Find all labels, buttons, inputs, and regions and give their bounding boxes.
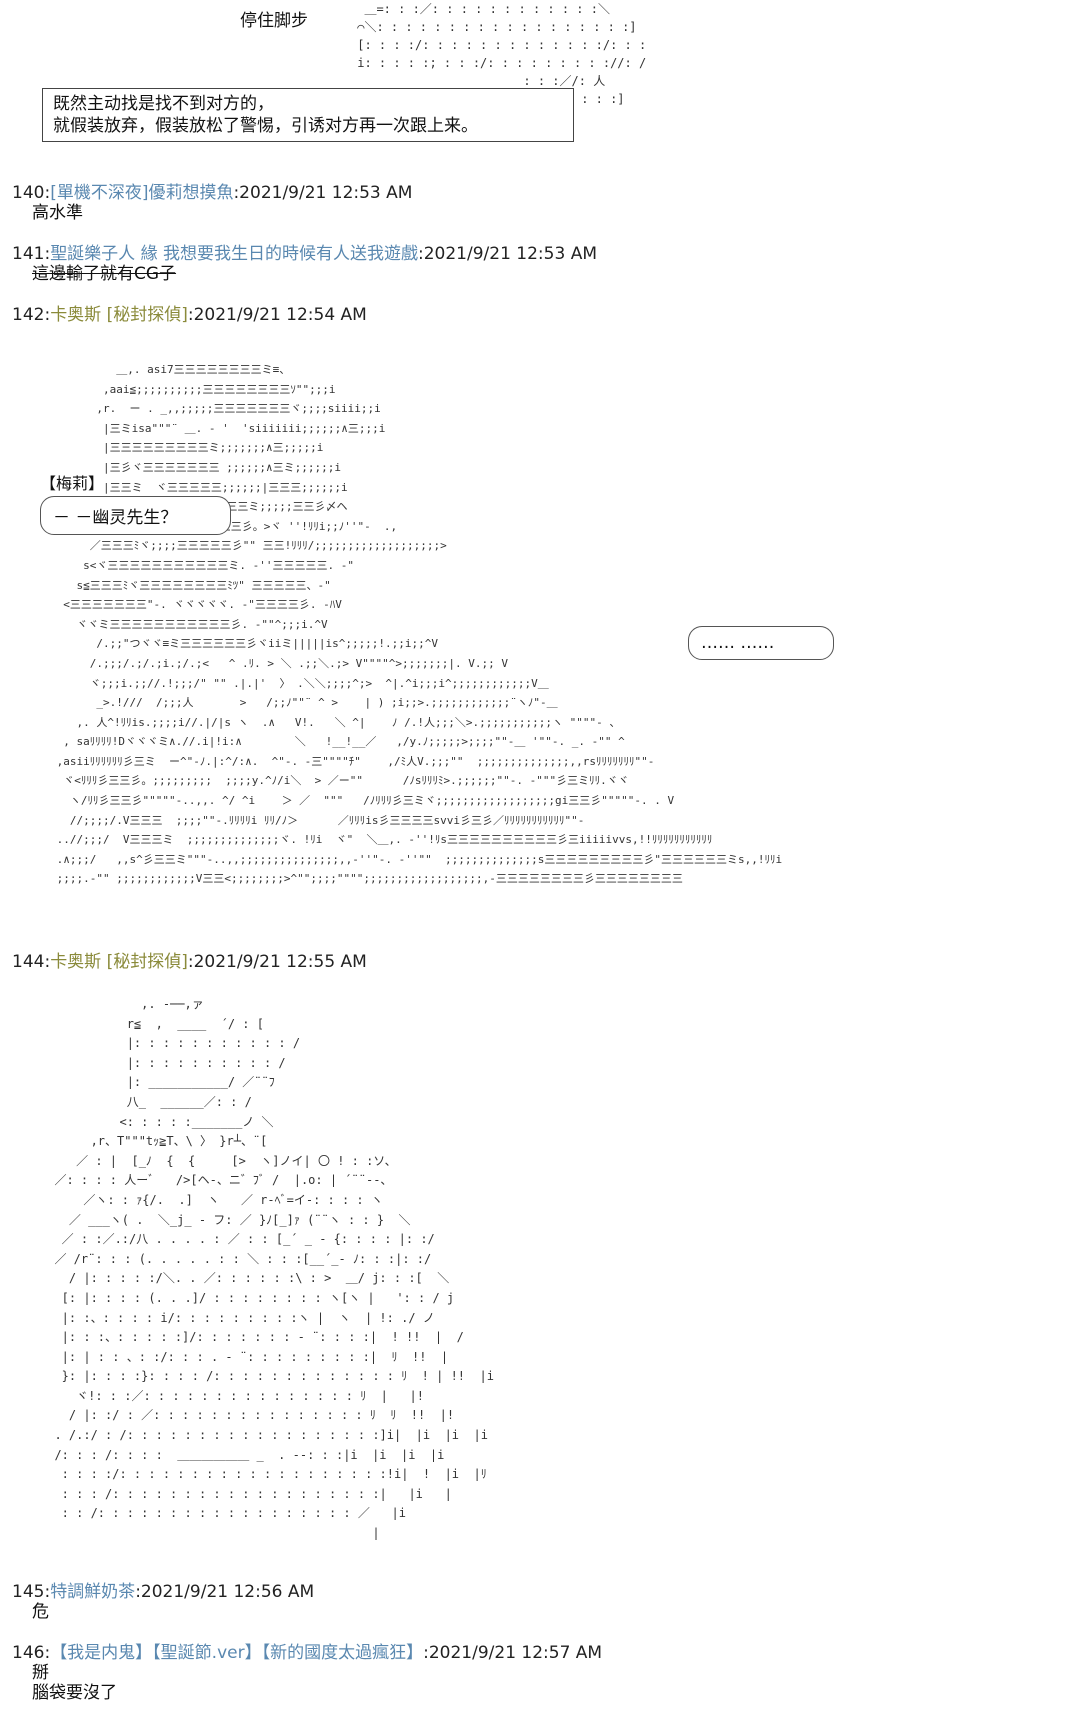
post-header: 144:卡奥斯 [秘封探偵]:2021/9/21 12:55 AM (12, 952, 367, 972)
speech-bubble-left: － －幽灵先生？ (40, 496, 231, 535)
post-author-link[interactable]: [單機不深夜]優莉想摸魚 (50, 183, 234, 203)
post-timestamp: :2021/9/21 12:57 AM (423, 1643, 603, 1663)
post-number: 141: (12, 244, 51, 264)
post-body: 高水準 (12, 203, 83, 223)
ascii-art-coat-figure: ,. -──,ァ r≦ , ____ ´/ : [ |: : : : : : :… (54, 997, 494, 1541)
post-timestamp: :2021/9/21 12:53 AM (418, 244, 597, 264)
ascii-art-hat-figure: ＿,. asi7三三三三三三三三ミ≡、 ,aai≦;;;;;;;;;;三三三三三… (56, 363, 783, 886)
speech-text: …… …… (701, 633, 775, 653)
post-number: 144: (12, 952, 51, 972)
post-number: 142: (12, 305, 51, 325)
speaker-label: 【梅莉】 (40, 474, 105, 493)
post-author-link[interactable]: 卡奥斯 [秘封探偵] (50, 952, 188, 972)
post-timestamp: :2021/9/21 12:55 AM (187, 952, 367, 972)
post-body: 危 (12, 1602, 49, 1622)
post-number: 146: (12, 1643, 51, 1663)
narration-line-1: 既然主动找是找不到对方的， (53, 94, 274, 114)
ascii-art-top-right: ＿=: : :／: : : : : : : : : : : :＼ ⌒＼: : :… (357, 2, 647, 106)
post-number: 145: (12, 1582, 51, 1602)
post-text: 這邊輸了就有CG子 (32, 264, 177, 284)
post-timestamp: :2021/9/21 12:56 AM (135, 1582, 315, 1602)
post-author-link[interactable]: 特調鮮奶茶 (50, 1582, 136, 1602)
speech-bubble-right: …… …… (688, 626, 834, 660)
post-body: 掰 腦袋要沒了 (12, 1663, 117, 1703)
post-body: 這邊輸了就有CG子 (12, 264, 176, 284)
post-header: 141:聖誕樂子人 緣 我想要我生日的時候有人送我遊戲:2021/9/21 12… (12, 244, 597, 264)
post-header: 140:[單機不深夜]優莉想摸魚:2021/9/21 12:53 AM (12, 183, 412, 203)
post-author-link[interactable]: 卡奥斯 [秘封探偵] (50, 305, 188, 325)
post-author-link[interactable]: 【我是内鬼】【聖誕節.ver】【新的國度太過瘋狂】 (50, 1643, 424, 1663)
post-number: 140: (12, 183, 51, 203)
narration-line-2: 就假装放弃，假装放松了警惕，引诱对方再一次跟上来。 (53, 116, 478, 136)
post-header: 142:卡奥斯 [秘封探偵]:2021/9/21 12:54 AM (12, 305, 367, 325)
speech-text: － －幽灵先生？ (53, 508, 178, 528)
post-timestamp: :2021/9/21 12:53 AM (233, 183, 413, 203)
post-header: 146:【我是内鬼】【聖誕節.ver】【新的國度太過瘋狂】:2021/9/21 … (12, 1643, 602, 1663)
narration-box: 既然主动找是找不到对方的， 就假装放弃，假装放松了警惕，引诱对方再一次跟上来。 (42, 88, 574, 142)
post-text: 腦袋要沒了 (32, 1683, 117, 1703)
post-text: 危 (32, 1602, 49, 1622)
post-text: 高水準 (32, 203, 83, 223)
post-header: 145:特調鮮奶茶:2021/9/21 12:56 AM (12, 1582, 314, 1602)
post-text: 掰 (32, 1663, 49, 1683)
post-timestamp: :2021/9/21 12:54 AM (187, 305, 367, 325)
post-author-link[interactable]: 聖誕樂子人 緣 我想要我生日的時候有人送我遊戲 (50, 244, 418, 264)
narration-caption: 停住脚步 (240, 11, 308, 31)
